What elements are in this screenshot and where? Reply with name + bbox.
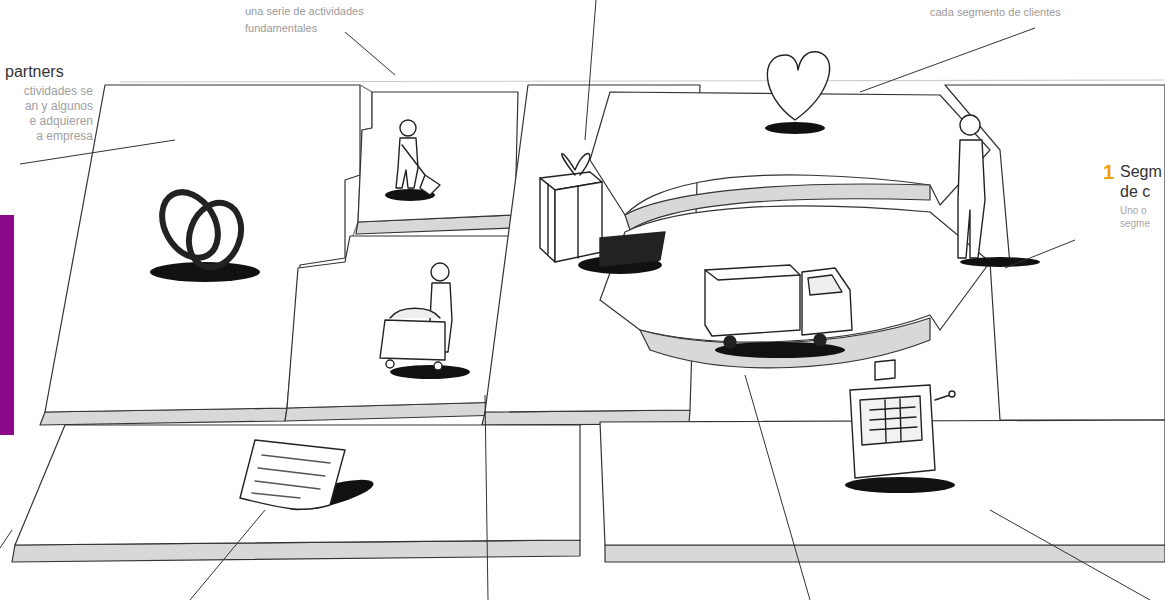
gift-icon [540,154,665,266]
truck-icon [705,265,852,348]
block-description: Uno o segme [1120,204,1164,230]
callout-text: una serie de actividades fundamentales [245,3,380,37]
worker-icon [396,120,440,195]
block-heading: partners [5,62,95,82]
channels-band [600,206,990,342]
callout-number: 1 [1103,160,1119,184]
cart-icon [380,263,452,370]
segments-block [945,85,1165,420]
side-bar [0,215,14,435]
icon-shadows [150,122,1040,516]
document-icon [240,440,345,509]
resources-block [287,236,512,408]
cost-block [15,425,580,545]
block-description: ctividades se an y algunos e adquieren a… [22,84,93,144]
register-icon [850,360,955,478]
rings-icon [151,182,250,274]
callout-text: cada segmento de clientes [930,4,1150,20]
heart-icon [767,52,829,120]
activities-block [358,92,518,222]
block-heading: Segm de c [1120,162,1164,202]
customer-icon [958,115,985,258]
